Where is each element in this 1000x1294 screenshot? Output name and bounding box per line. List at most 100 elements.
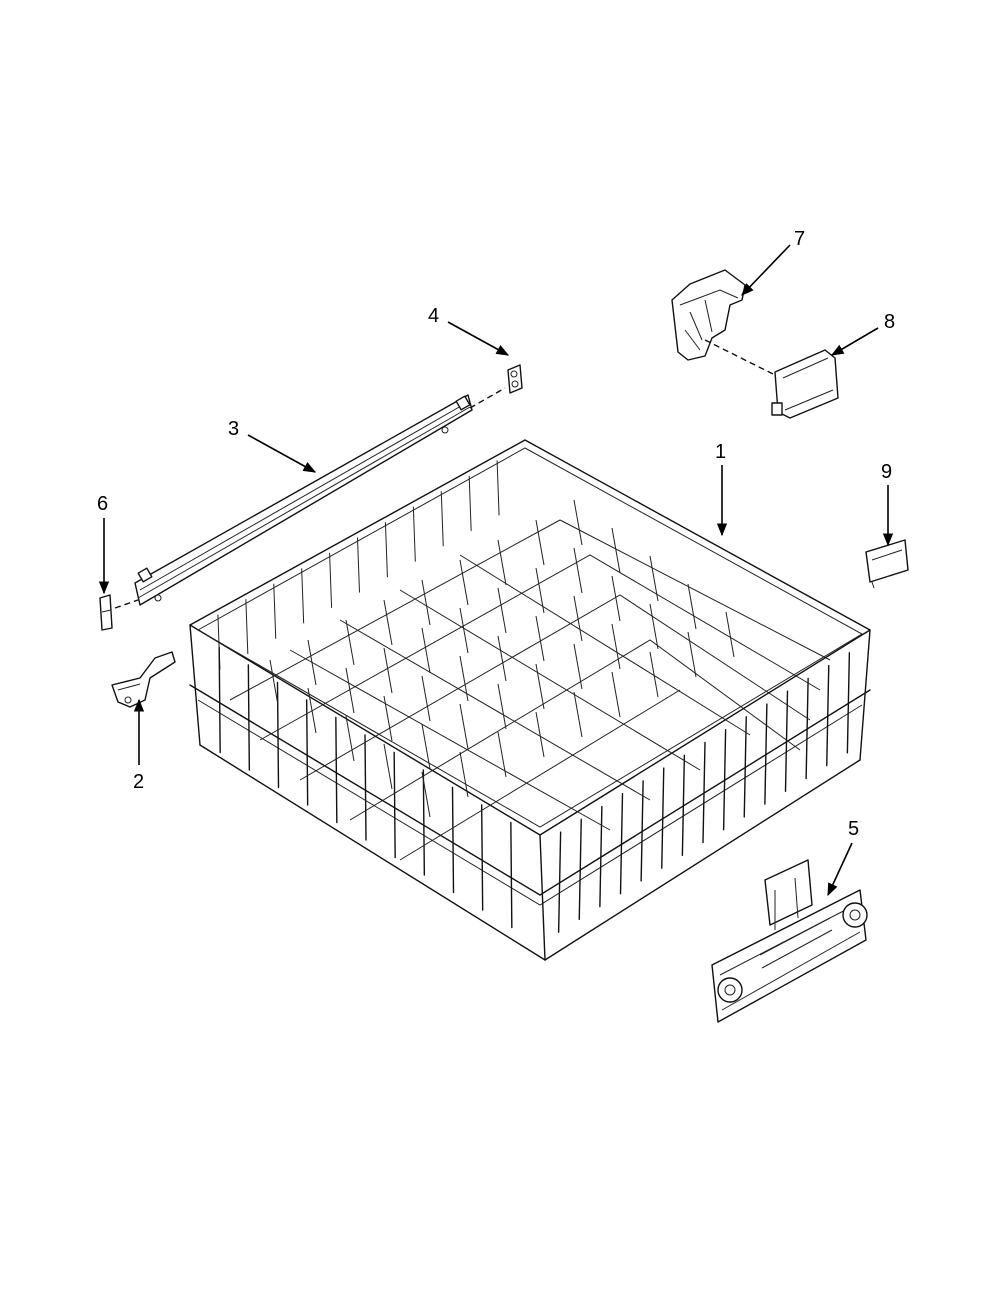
arrow-4 xyxy=(447,321,510,356)
rack-front-tine xyxy=(846,652,851,754)
rack-inner-tine xyxy=(497,683,507,730)
callout-6: 6 xyxy=(97,493,108,515)
rack-inner-tine xyxy=(687,583,697,630)
rack-inner-tine xyxy=(649,603,659,650)
part-4-clip xyxy=(507,364,523,394)
rack-inner-tine xyxy=(345,619,355,666)
rack-inner-tine xyxy=(497,587,507,634)
rack-front-tine xyxy=(805,677,809,780)
rack-front-tine xyxy=(764,703,768,805)
rack-side-tine xyxy=(276,681,280,789)
rack-back-tine xyxy=(357,537,360,593)
rack-front-tine xyxy=(619,793,624,895)
rack-front-tine xyxy=(578,818,582,921)
rack-inner-tine xyxy=(383,695,393,742)
rack-front-tine xyxy=(599,805,603,908)
rack-inner-tine xyxy=(383,599,393,646)
rack-inner-tine xyxy=(421,579,431,626)
rack-inner-tine xyxy=(573,643,583,690)
rack-inner-tine xyxy=(611,671,621,718)
rack-back-tine xyxy=(412,506,416,562)
rack-inner-tine xyxy=(421,771,431,818)
rack-side-tine xyxy=(218,646,221,754)
callout-3: 3 xyxy=(228,418,239,440)
rack-side-tine xyxy=(451,786,455,894)
rack-inner-tine xyxy=(383,647,393,694)
rack-back-tine xyxy=(329,552,333,608)
rack-side-tine xyxy=(335,716,338,824)
rack-back-tine xyxy=(273,583,277,639)
callout-labels: 1 2 3 4 5 6 7 8 9 xyxy=(97,228,895,840)
rack-inner-tine xyxy=(383,743,393,790)
rack-inner-tine xyxy=(611,527,621,574)
rack-side-tine xyxy=(480,804,484,911)
rack-inner-tine xyxy=(421,627,431,674)
rack-inner-tine xyxy=(725,611,735,658)
rack-side-tine xyxy=(247,664,251,771)
part-2-bracket xyxy=(111,651,176,708)
rack-inner-tine xyxy=(459,703,469,750)
rack-front-tine xyxy=(640,780,644,882)
rack-inner-tine xyxy=(535,663,545,710)
rack-side-tine xyxy=(422,769,426,876)
rack-back-tine xyxy=(496,460,500,516)
rack-inner-tine xyxy=(687,631,697,678)
arrow-8 xyxy=(830,327,879,356)
rack-front-tine xyxy=(681,754,686,857)
rack-front-tine xyxy=(826,664,830,767)
rack-front-tine xyxy=(661,767,665,869)
part-6-end-cap xyxy=(99,594,113,631)
rack-back-tine xyxy=(468,475,472,531)
rack-back-tine xyxy=(440,491,444,547)
rack-inner-tine xyxy=(649,555,659,602)
part-7-housing xyxy=(671,269,776,376)
rack-inner-tine xyxy=(421,723,431,770)
rack-inner-tine xyxy=(459,559,469,606)
callout-4: 4 xyxy=(428,305,439,327)
arrow-5 xyxy=(827,842,853,897)
rack-inner-tine xyxy=(611,623,621,670)
rack-back-tine xyxy=(384,522,388,578)
rack-back-tine xyxy=(301,568,305,624)
rack-inner-tine xyxy=(535,519,545,566)
rack-inner-tine xyxy=(497,635,507,682)
callout-arrows xyxy=(98,244,894,897)
rack-front-tine xyxy=(722,728,727,831)
rack-inner-tine xyxy=(535,711,545,758)
rack-inner-tine xyxy=(269,659,279,706)
rack-front-tine xyxy=(743,716,747,818)
rack-inner-tine xyxy=(421,675,431,722)
rack-side-tine xyxy=(305,699,309,806)
rack-inner-tine xyxy=(345,667,355,714)
arrow-7 xyxy=(741,244,791,296)
rack-inner-tine xyxy=(497,731,507,778)
callout-8: 8 xyxy=(884,311,895,333)
callout-2: 2 xyxy=(133,771,144,793)
rack-back-tine xyxy=(245,599,249,655)
rack-inner-tine xyxy=(459,655,469,702)
callout-7: 7 xyxy=(794,228,805,250)
rack-inner-tine xyxy=(535,615,545,662)
rack-front-tine xyxy=(702,741,706,844)
rack-side-tine xyxy=(364,734,367,841)
part-5-adjuster xyxy=(711,859,868,1023)
rack-inner-tine xyxy=(459,607,469,654)
arrow-3 xyxy=(247,434,317,473)
rack-inner-tine xyxy=(497,539,507,586)
part-3-rail xyxy=(114,387,506,609)
callout-9: 9 xyxy=(881,461,892,483)
rack-side-tine xyxy=(510,821,513,929)
part-9-clip xyxy=(865,539,909,589)
rack-inner-tine xyxy=(459,751,469,798)
rack-inner-tine xyxy=(573,499,583,546)
rack-inner-tine xyxy=(535,567,545,614)
rack-inner-tine xyxy=(573,595,583,642)
rack-inner-tine xyxy=(345,715,355,762)
callout-1: 1 xyxy=(715,441,726,463)
part-8-cover xyxy=(771,349,839,419)
rack-front-tine xyxy=(557,831,562,933)
callout-5: 5 xyxy=(848,818,859,840)
rack-inner-tine xyxy=(573,691,583,738)
rack-side-tine xyxy=(393,751,396,859)
